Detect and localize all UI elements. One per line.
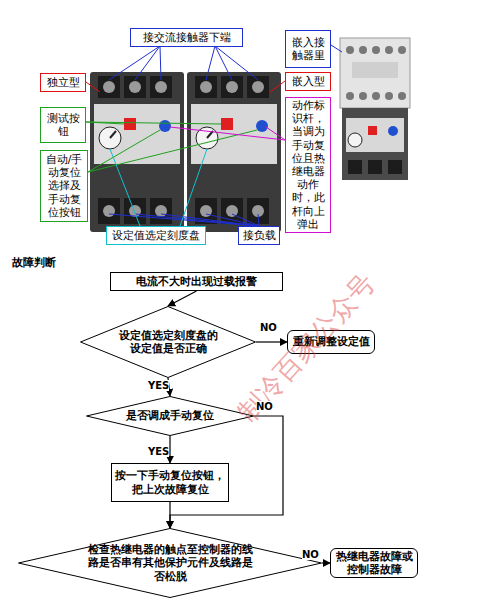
- diamond-shape: [81, 307, 256, 378]
- contactor-with-relay: [340, 38, 410, 180]
- flow-arrow: [256, 341, 287, 342]
- node-text: 接负载: [243, 229, 276, 242]
- flow-arrow: [169, 502, 170, 528]
- edge-label: NO: [302, 549, 319, 560]
- edge-label: NO: [260, 322, 277, 333]
- callout-box: 嵌入型: [285, 72, 331, 91]
- start-box: 电流不大时出现过载报警: [110, 272, 283, 291]
- diamond-shape: [19, 529, 322, 598]
- node-text: 嵌入型: [292, 75, 325, 88]
- section-heading: 故障判断: [12, 255, 56, 270]
- callout-box: 自动/手动复位选择及手动复位按钮: [40, 150, 88, 222]
- node-text: 按一下手动复位按钮，把上次故障复位: [115, 469, 225, 495]
- decision-diamond: 设定值选定刻度盘的设定值是否正确: [80, 306, 256, 378]
- flow-arrow: [322, 562, 330, 563]
- callout-box: 动作标识杆，当调为手动复位且热继电器动作时，此杆向上弹出: [285, 97, 331, 233]
- node-text: 设定值选定刻度盘的设定值是否正确: [118, 329, 218, 355]
- diamond-shape: [87, 397, 254, 436]
- node-text: 是否调成手动复位: [126, 409, 214, 422]
- node-text: 设定值选定刻度盘: [112, 229, 200, 242]
- node-text: 电流不大时出现过载报警: [136, 275, 257, 288]
- flow-arrow: [169, 436, 170, 463]
- callout-box: 独立型: [40, 73, 86, 92]
- edge-label: YES: [148, 446, 169, 457]
- callout-box: 嵌入接触器里: [285, 30, 331, 68]
- node-text: 嵌入接触器里: [289, 36, 327, 62]
- node-text: 接交流接触器下端: [143, 31, 231, 44]
- node-text: 自动/手动复位选择及手动复位按钮: [44, 153, 84, 219]
- callout-box: 测试按钮: [40, 107, 86, 143]
- decision-diamond: 检查热继电器的触点至控制器的线路是否串有其他保护元件及线路是否松脱: [18, 528, 322, 598]
- node-text: 动作标识杆，当调为手动复位且热继电器动作时，此杆向上弹出: [289, 99, 327, 231]
- process-box: 按一下手动复位按钮，把上次故障复位: [111, 463, 229, 502]
- callout-box: 设定值选定刻度盘: [106, 226, 206, 245]
- embedded-relay: [187, 72, 281, 232]
- node-text: 独立型: [47, 76, 80, 89]
- terminal-box: 热继电器故障或控制器故障: [330, 548, 418, 578]
- edge-label: YES: [148, 380, 169, 391]
- decision-diamond: 是否调成手动复位: [86, 396, 254, 436]
- node-text: 测试按钮: [44, 112, 82, 138]
- flow-arrow: [168, 291, 197, 306]
- node-text: 检查热继电器的触点至控制器的线路是否串有其他保护元件及线路是否松脱: [88, 543, 253, 583]
- node-text: 热继电器故障或控制器故障: [334, 550, 414, 576]
- callout-box: 接负载: [238, 226, 280, 245]
- callout-box: 接交流接触器下端: [130, 28, 243, 47]
- edge-label: NO: [256, 401, 273, 412]
